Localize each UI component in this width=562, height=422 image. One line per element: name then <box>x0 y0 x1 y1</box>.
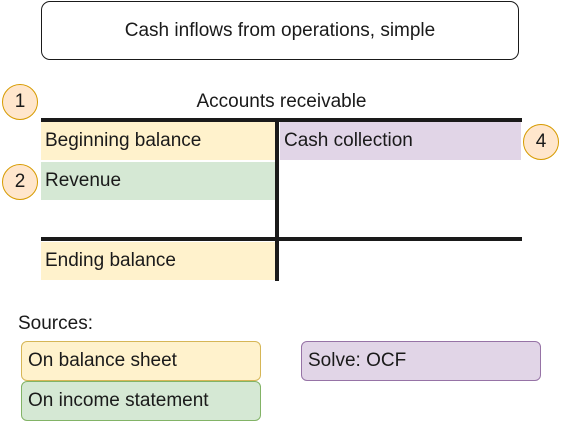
diagram-title-box: Cash inflows from operations, simple <box>41 1 519 60</box>
t-account-center-line <box>275 118 279 281</box>
step-marker-2: 2 <box>2 164 38 200</box>
t-account-total-line <box>41 237 522 241</box>
t-account-top-line <box>41 118 522 122</box>
step-marker-1: 1 <box>2 84 38 120</box>
t-account-name: Accounts receivable <box>196 91 367 112</box>
ending-balance-cell: Ending balance <box>41 242 275 280</box>
legend-solve-ocf: Solve: OCF <box>301 341 541 381</box>
legend-label: Sources: <box>18 313 93 334</box>
legend-balance-sheet: On balance sheet <box>21 341 261 381</box>
legend-income-statement: On income statement <box>21 381 261 421</box>
legend-balance-sheet-label: On balance sheet <box>28 350 177 371</box>
legend-solve-ocf-label: Solve: OCF <box>308 350 407 371</box>
beginning-balance-cell: Beginning balance <box>41 122 275 160</box>
legend-income-statement-label: On income statement <box>28 390 209 411</box>
revenue-cell: Revenue <box>41 162 275 200</box>
diagram-title: Cash inflows from operations, simple <box>124 19 436 41</box>
cash-collection-cell: Cash collection <box>280 122 521 160</box>
step-marker-4: 4 <box>523 124 559 160</box>
